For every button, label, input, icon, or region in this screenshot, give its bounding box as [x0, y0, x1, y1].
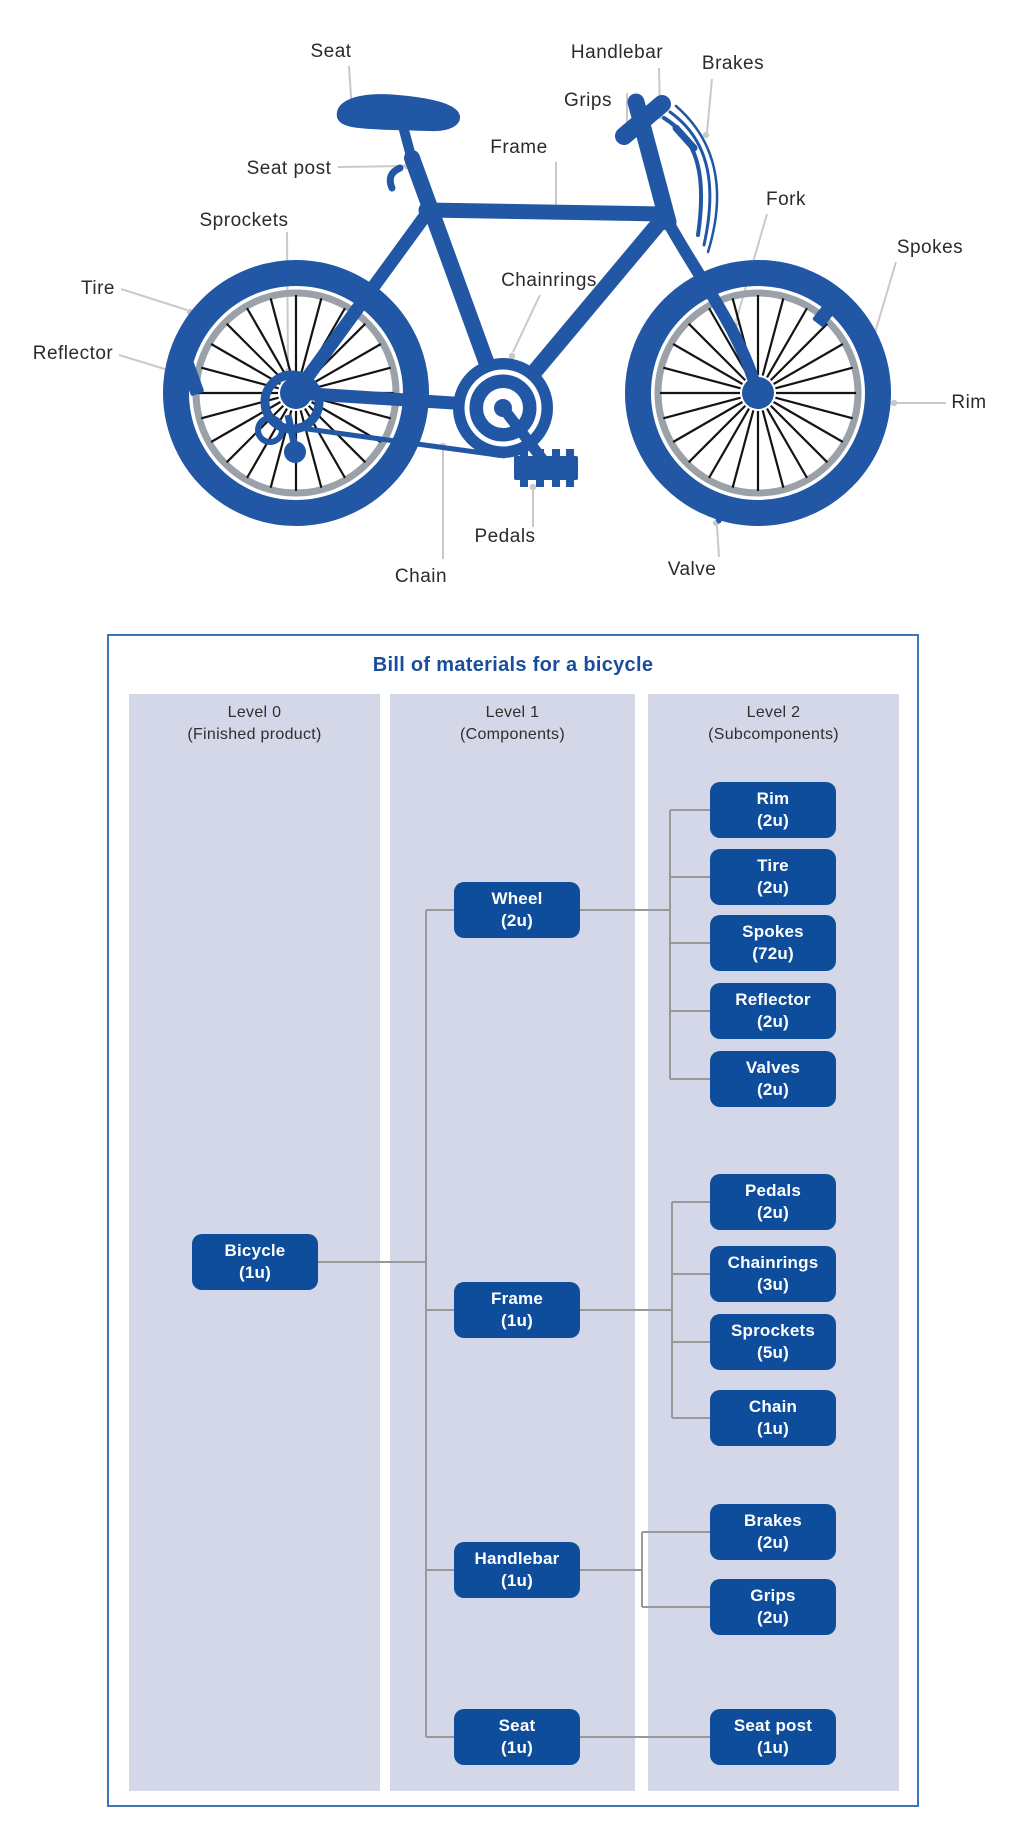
node-grips-label: Grips [750, 1586, 796, 1606]
chainring [453, 358, 553, 470]
label-valve: Valve [667, 559, 717, 580]
bom-connectors [318, 809, 710, 1738]
column-level1: Level 1 (Components) [390, 694, 635, 1791]
node-sprockets-label: Sprockets [730, 1321, 815, 1341]
node-seat-post: Seat post (1u) [710, 1709, 836, 1765]
handlebar-assembly [615, 95, 719, 254]
node-brakes: Brakes (2u) [710, 1504, 836, 1560]
node-chainrings-qty: (3u) [757, 1275, 789, 1294]
node-tire-label: Tire [757, 856, 789, 876]
node-wheel: Wheel (2u) [454, 882, 580, 938]
front-wheel [625, 260, 891, 526]
node-spokes-label: Spokes [742, 922, 804, 942]
label-tire: Tire [80, 278, 116, 299]
label-rim: Rim [951, 392, 987, 413]
node-brakes-qty: (2u) [757, 1533, 789, 1552]
level2-subtitle: (Subcomponents) [708, 726, 839, 744]
label-fork: Fork [766, 189, 806, 210]
label-sprockets: Sprockets [199, 210, 289, 231]
node-tire: Tire (2u) [710, 849, 836, 905]
bicycle-illustration [118, 65, 946, 559]
node-rim-label: Rim [756, 789, 790, 809]
node-bicycle: Bicycle (1u) [192, 1234, 318, 1290]
node-seat-post-qty: (1u) [757, 1738, 789, 1757]
level2-title: Level 2 [746, 704, 801, 721]
node-bicycle-qty: (1u) [239, 1263, 271, 1282]
node-seat-label: Seat [498, 1716, 536, 1736]
bicycle-diagram: Seat Seat post Sprockets Tire Reflector … [0, 0, 1024, 610]
column-level2-header: Level 2 (Subcomponents) [648, 702, 899, 747]
node-wheel-qty: (2u) [501, 911, 533, 930]
pedal [514, 449, 578, 487]
node-seat: Seat (1u) [454, 1709, 580, 1765]
label-chainrings: Chainrings [501, 270, 597, 291]
node-pedals-qty: (2u) [757, 1203, 789, 1222]
node-grips: Grips (2u) [710, 1579, 836, 1635]
node-spokes: Spokes (72u) [710, 915, 836, 971]
node-pedals: Pedals (2u) [710, 1174, 836, 1230]
node-wheel-label: Wheel [491, 889, 543, 909]
front-spokes [660, 295, 856, 491]
node-pedals-label: Pedals [744, 1181, 801, 1201]
label-spokes: Spokes [896, 237, 964, 258]
label-chain: Chain [394, 566, 448, 587]
valve-stem [707, 495, 722, 524]
sprocket-cluster [255, 370, 324, 463]
node-spokes-qty: (72u) [752, 944, 794, 963]
node-rim-qty: (2u) [757, 811, 789, 830]
node-valves-label: Valves [745, 1058, 801, 1078]
level1-title: Level 1 [485, 704, 540, 721]
front-reflector [812, 293, 844, 327]
label-grips: Grips [564, 90, 612, 111]
level0-title: Level 0 [227, 704, 282, 721]
chain-line [299, 425, 506, 459]
node-handlebar-label: Handlebar [474, 1549, 560, 1569]
label-frame: Frame [490, 137, 548, 158]
node-bicycle-label: Bicycle [224, 1241, 286, 1261]
node-chainrings: Chainrings (3u) [710, 1246, 836, 1302]
node-reflector: Reflector (2u) [710, 983, 836, 1039]
node-valves: Valves (2u) [710, 1051, 836, 1107]
bom-panel: Bill of materials for a bicycle Level 0 … [107, 634, 919, 1807]
node-handlebar: Handlebar (1u) [454, 1542, 580, 1598]
label-seat: Seat [310, 41, 352, 62]
node-chain-label: Chain [748, 1397, 798, 1417]
seat-shape [336, 94, 461, 132]
node-frame: Frame (1u) [454, 1282, 580, 1338]
node-seat-post-label: Seat post [733, 1716, 813, 1736]
level0-subtitle: (Finished product) [187, 726, 322, 744]
column-level0-header: Level 0 (Finished product) [129, 702, 380, 747]
node-sprockets: Sprockets (5u) [710, 1314, 836, 1370]
node-chainrings-label: Chainrings [727, 1253, 819, 1273]
node-reflector-label: Reflector [735, 990, 811, 1010]
node-tire-qty: (2u) [757, 878, 789, 897]
node-sprockets-qty: (5u) [757, 1343, 789, 1362]
label-reflector: Reflector [32, 343, 114, 364]
node-handlebar-qty: (1u) [501, 1571, 533, 1590]
label-handlebar: Handlebar [570, 42, 664, 63]
label-seat-post: Seat post [246, 158, 332, 179]
label-brakes: Brakes [701, 53, 765, 74]
level1-subtitle: (Components) [460, 726, 565, 744]
column-level1-header: Level 1 (Components) [390, 702, 635, 747]
node-brakes-label: Brakes [744, 1511, 802, 1531]
node-grips-qty: (2u) [757, 1608, 789, 1627]
label-pedals: Pedals [474, 526, 536, 547]
rear-reflector [180, 360, 204, 396]
bom-title: Bill of materials for a bicycle [372, 654, 654, 676]
node-chain: Chain (1u) [710, 1390, 836, 1446]
node-frame-qty: (1u) [501, 1311, 533, 1330]
node-valves-qty: (2u) [757, 1080, 789, 1099]
node-reflector-qty: (2u) [757, 1012, 789, 1031]
node-frame-label: Frame [490, 1289, 544, 1309]
node-rim: Rim (2u) [710, 782, 836, 838]
node-seat-qty: (1u) [501, 1738, 533, 1757]
node-chain-qty: (1u) [757, 1419, 789, 1438]
